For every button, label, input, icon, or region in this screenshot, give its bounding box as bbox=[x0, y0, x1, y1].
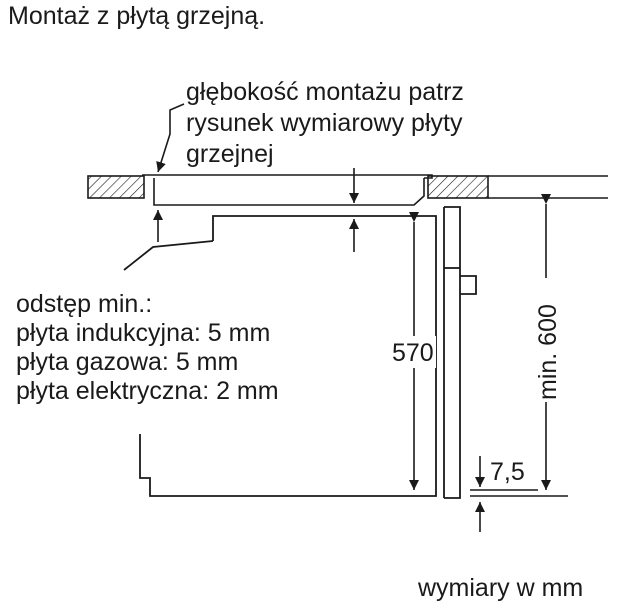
dim-570-bg bbox=[392, 336, 436, 368]
hob-rim bbox=[142, 174, 433, 179]
worktop-left bbox=[87, 175, 145, 199]
oven-knob bbox=[460, 275, 477, 295]
dim-600-label: min. 600 bbox=[534, 304, 562, 400]
gap-note-line: płyta gazowa: 5 mm bbox=[16, 348, 239, 376]
hob bbox=[142, 174, 433, 206]
depth-note-line: grzejnej bbox=[186, 140, 274, 168]
depth-leader-arrow bbox=[156, 103, 185, 173]
gap-note-line: odstęp min.: bbox=[16, 290, 153, 318]
dim-600-bg bbox=[530, 278, 562, 402]
depth-note-line: rysunek wymiarowy płyty bbox=[186, 109, 463, 137]
diagram-title: Montaż z płytą grzejną. bbox=[8, 2, 266, 30]
worktop bbox=[87, 175, 608, 199]
gap-note-line: płyta elektryczna: 2 mm bbox=[16, 377, 279, 405]
units-label: wymiary w mm bbox=[418, 574, 584, 602]
gap-note: odstęp min.: płyta indukcyjna: 5 mm płyt… bbox=[16, 292, 279, 408]
leaders bbox=[153, 103, 359, 252]
hob-body bbox=[153, 178, 425, 206]
oven-door bbox=[444, 206, 461, 499]
oven-top-back bbox=[123, 240, 214, 271]
offset-label: 7,5 bbox=[490, 458, 525, 486]
dim-570-label: 570 bbox=[392, 339, 434, 367]
depth-note: głębokość montażu patrz rysunek wymiarow… bbox=[186, 80, 464, 173]
oven bbox=[123, 206, 477, 499]
oven-body bbox=[139, 215, 437, 497]
worktop-right bbox=[427, 175, 489, 199]
dimension-offset bbox=[470, 456, 538, 532]
gap-note-line: płyta indukcyjna: 5 mm bbox=[16, 319, 271, 347]
depth-note-line: głębokość montażu patrz bbox=[186, 78, 464, 106]
